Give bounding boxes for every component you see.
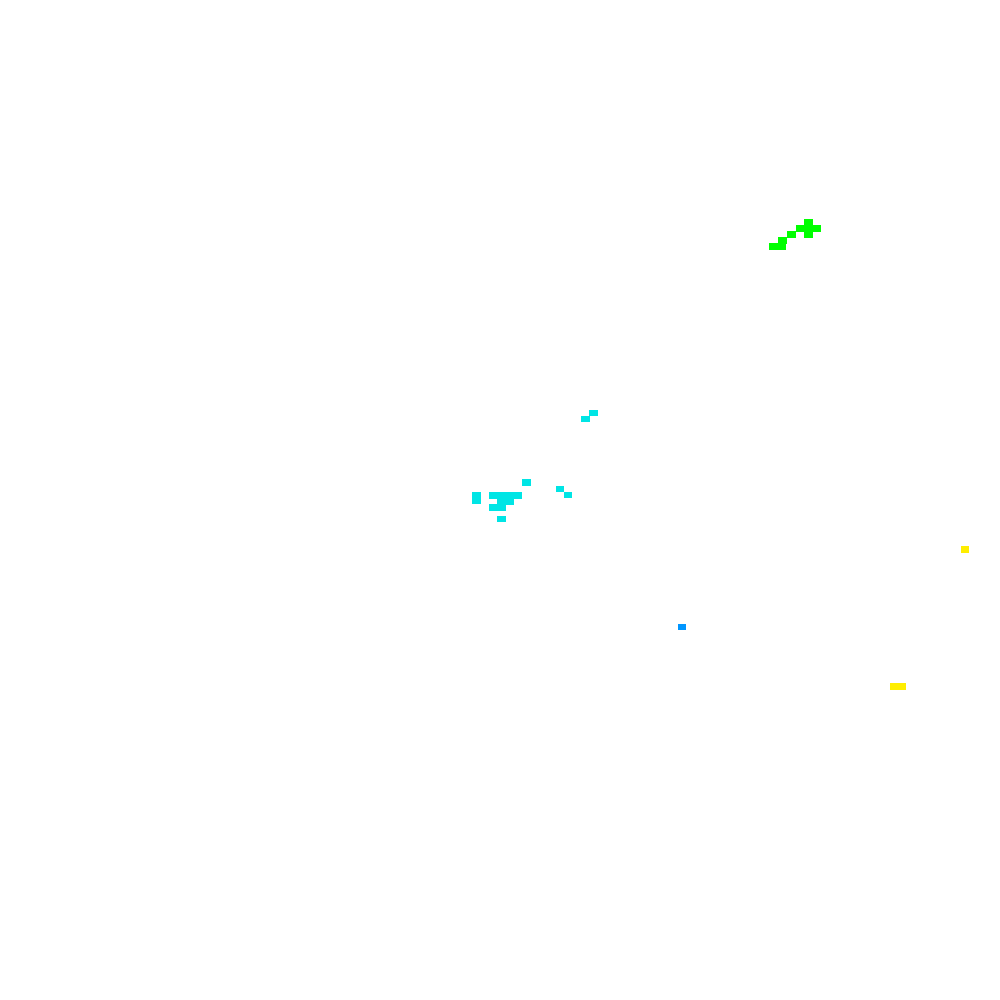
- raster-cell: [489, 492, 522, 499]
- raster-cell: [497, 516, 506, 522]
- raster-cell: [556, 486, 564, 492]
- raster-cell: [497, 499, 514, 505]
- raster-cell: [472, 492, 481, 504]
- raster-cell: [564, 492, 572, 498]
- raster-cell: [489, 504, 506, 511]
- raster-cell: [581, 416, 590, 422]
- raster-cell: [804, 219, 813, 225]
- raster-cell: [890, 683, 906, 690]
- raster-cell: [961, 546, 969, 553]
- raster-cell: [804, 232, 813, 238]
- raster-cell: [769, 243, 786, 250]
- raster-cell: [778, 237, 787, 244]
- raster-cell: [678, 624, 686, 630]
- raster-cell: [522, 479, 531, 486]
- raster-cell: [787, 231, 796, 238]
- raster-cell: [589, 410, 598, 416]
- raster-cell: [796, 225, 821, 232]
